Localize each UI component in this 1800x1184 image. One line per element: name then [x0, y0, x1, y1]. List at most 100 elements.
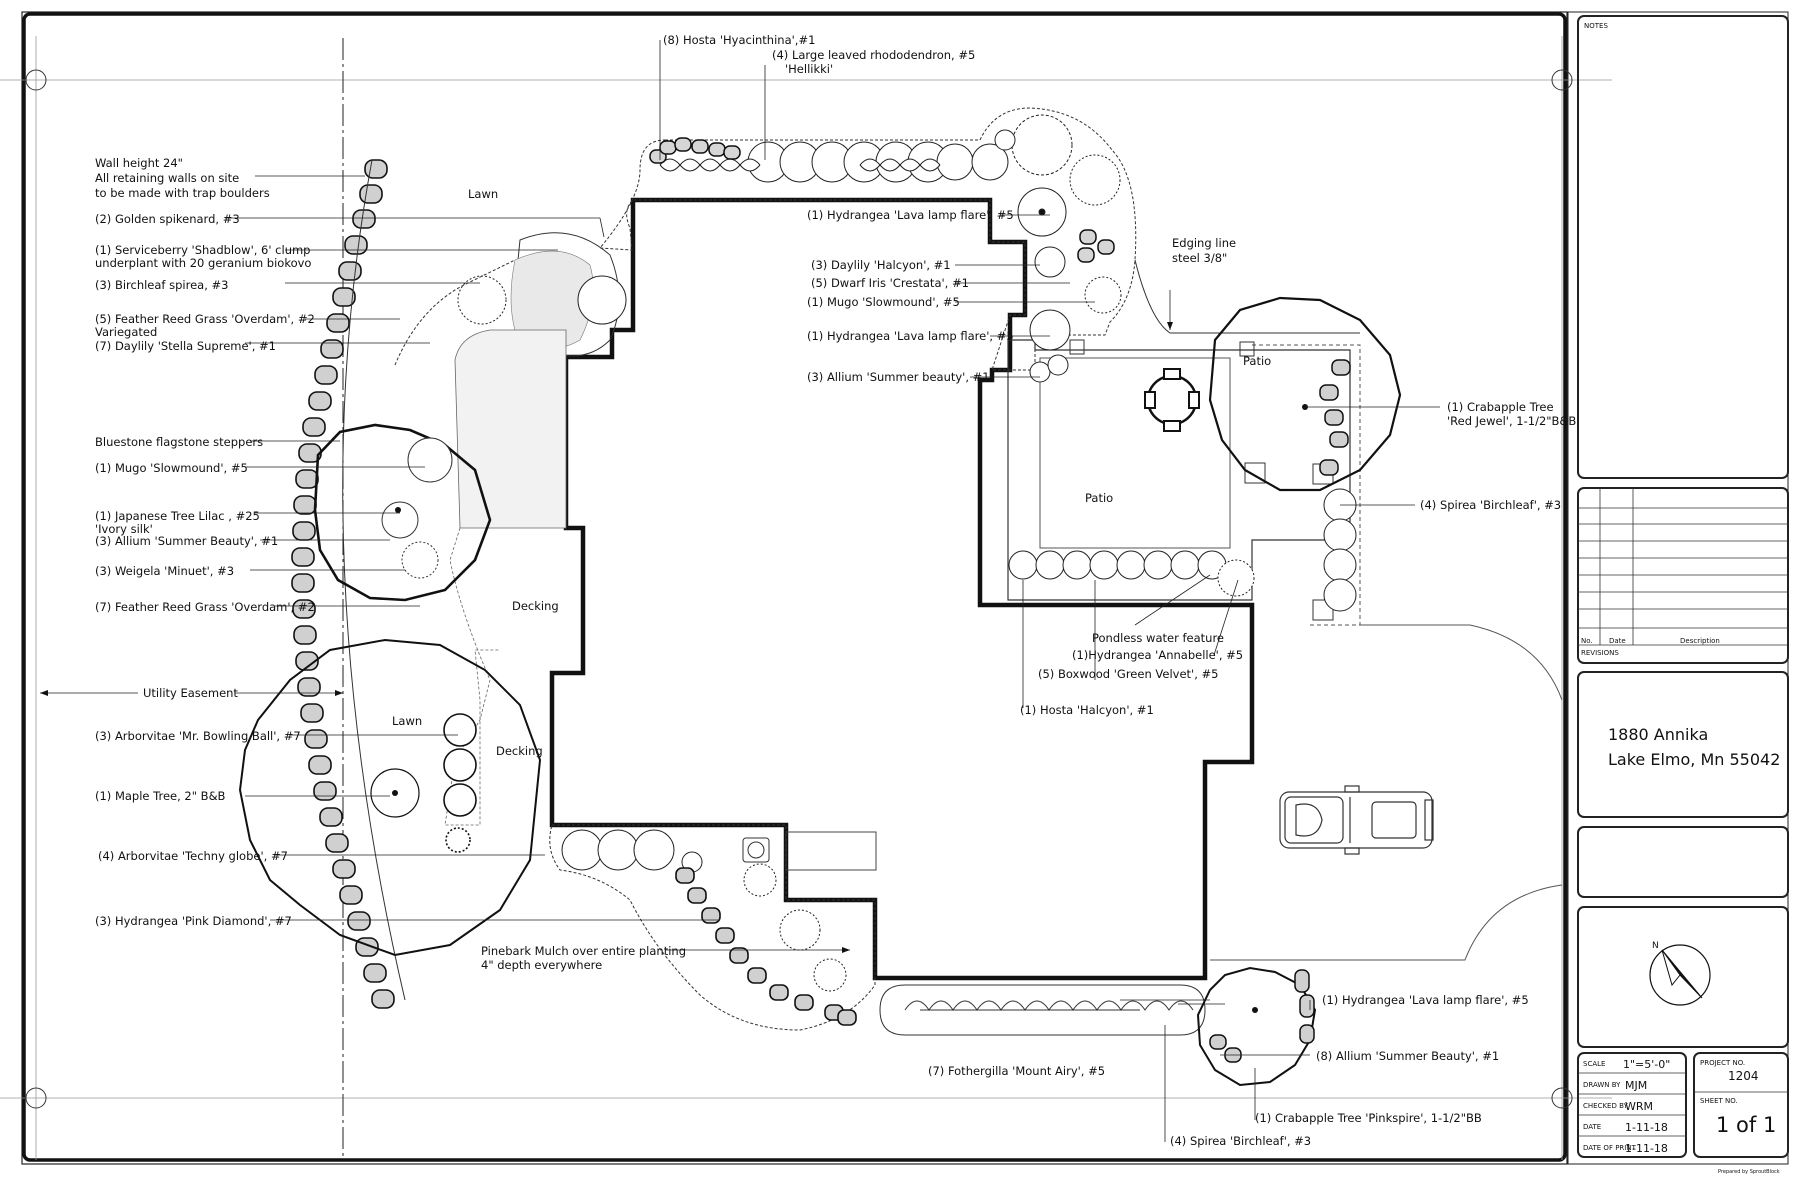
callout-right: (1) Hosta 'Halcyon', #1 [1020, 703, 1154, 717]
callout-left: (4) Arborvitae 'Techny globe', #7 [98, 849, 288, 863]
callout-left: (5) Feather Reed Grass 'Overdam', #2 [95, 312, 315, 326]
edging-line [1134, 259, 1360, 334]
callout-left: (3) Birchleaf spirea, #3 [95, 278, 229, 292]
drawn-by-label: DRAWN BY [1583, 1081, 1621, 1089]
patio-inner [1039, 357, 1231, 549]
callout-center: (1) Hydrangea 'Lava lamp flare', #5 [807, 329, 1014, 343]
checked-by-value: WRM [1625, 1100, 1653, 1113]
callout-left: (1) Japanese Tree Lilac , #25 [95, 509, 260, 523]
project-box [1693, 1052, 1789, 1158]
callout-left: (3) Arborvitae 'Mr. Bowling Ball', #7 [95, 729, 301, 743]
callout-top: (4) Large leaved rhododendron, #5 [772, 48, 975, 62]
callout-left: (7) Feather Reed Grass 'Overdam', #2 [95, 600, 315, 614]
callout-left: (2) Golden spikenard, #3 [95, 212, 240, 226]
callout-left: 'Ivory silk' [95, 522, 153, 536]
project-no-value: 1204 [1728, 1069, 1759, 1083]
decking-label-main: Decking [512, 599, 559, 613]
date-value: 1-11-18 [1625, 1121, 1668, 1134]
revisions-label: REVISIONS [1581, 649, 1619, 657]
step-pad [785, 831, 877, 871]
callout-bottom: (1) Crabapple Tree 'Pinkspire', 1-1/2"BB [1255, 1111, 1482, 1125]
callout-right: (5) Boxwood 'Green Velvet', #5 [1038, 667, 1218, 681]
mulch-note: Pinebark Mulch over entire planting [481, 944, 686, 958]
sheet-no-value: 1 of 1 [1716, 1113, 1776, 1137]
patio-label-main: Patio [1085, 491, 1113, 505]
callout-left: Bluestone flagstone steppers [95, 435, 263, 449]
callout-bottom: (1) Hydrangea 'Lava lamp flare', #5 [1322, 993, 1529, 1007]
decking-label-small: Decking [496, 744, 543, 758]
north-arrow-box [1577, 906, 1789, 1048]
north-label: N [1652, 941, 1659, 951]
notes-box [1577, 15, 1789, 479]
date-of-print-label: DATE OF PRINT [1583, 1144, 1637, 1152]
arborvitae-group [443, 713, 477, 853]
callout-bottom: (8) Allium 'Summer Beauty', #1 [1316, 1049, 1499, 1063]
edging-note: Edging line [1172, 236, 1236, 250]
leader-lines [40, 40, 1440, 1142]
project-no-label: PROJECT NO. [1700, 1059, 1745, 1067]
callout-center: (1) Mugo 'Slowmound', #5 [807, 295, 960, 309]
callout-left: Variegated [95, 325, 157, 339]
callout-left: (3) Allium 'Summer Beauty', #1 [95, 534, 278, 548]
revisions-description-header: Description [1680, 637, 1720, 645]
boulders-north [649, 137, 1115, 263]
callout-left: Wall height 24" [95, 156, 183, 170]
drawn-by-value: MJM [1625, 1079, 1647, 1092]
retaining-wall-boulders [291, 159, 395, 1009]
callout-left: (1) Mugo 'Slowmound', #5 [95, 461, 248, 475]
title-strip [1567, 11, 1789, 1165]
address-line-2: Lake Elmo, Mn 55042 [1608, 750, 1780, 769]
registration-mark [25, 69, 47, 91]
date-of-print-value: 1-11-18 [1625, 1142, 1668, 1155]
callout-right: (1) Crabapple Tree [1447, 400, 1554, 414]
revisions-no-header: No. [1581, 637, 1593, 645]
lilac-tree-canopy [313, 423, 492, 602]
callout-right: (4) Spirea 'Birchleaf', #3 [1420, 498, 1561, 512]
registration-mark [25, 1087, 47, 1109]
callout-left: All retaining walls on site [95, 171, 239, 185]
edging-note: steel 3/8" [1172, 251, 1227, 265]
utility-easement-label: Utility Easement [143, 686, 238, 700]
lawn-label-west: Lawn [392, 714, 422, 728]
scale-value: 1"=5'-0" [1623, 1058, 1670, 1071]
revisions-date-header: Date [1609, 637, 1626, 645]
patio-edge-line [1252, 344, 1361, 626]
callout-left: (3) Weigela 'Minuet', #3 [95, 564, 234, 578]
outer-border [21, 11, 1568, 1165]
callout-top: 'Hellikki' [785, 62, 833, 76]
north-arrow-icon [1649, 944, 1711, 1006]
pinkspire-crabapple-canopy [1196, 966, 1317, 1087]
north-bed-plants [659, 114, 1122, 383]
callout-right: 'Red Jewel', 1-1/2"B&B [1447, 414, 1576, 428]
checked-by-label: CHECKED BY [1583, 1102, 1629, 1110]
callout-right: Pondless water feature [1092, 631, 1224, 645]
callout-left: (7) Daylily 'Stella Supreme', #1 [95, 339, 276, 353]
drawing-frame [22, 12, 1567, 1162]
callout-center: (5) Dwarf Iris 'Crestata', #1 [811, 276, 969, 290]
callout-bottom: (4) Spirea 'Birchleaf', #3 [1170, 1134, 1311, 1148]
callout-center: (1) Hydrangea 'Lava lamp flare', #5 [807, 208, 1014, 222]
callout-top: (8) Hosta 'Hyacinthina',#1 [663, 33, 815, 47]
north-bed-edge [598, 107, 1137, 371]
callout-left: (3) Hydrangea 'Pink Diamond', #7 [95, 914, 292, 928]
info-box [1577, 1052, 1687, 1158]
address-box [1577, 671, 1789, 818]
red-jewel-crabapple-canopy [1208, 296, 1402, 492]
mulch-note: 4" depth everywhere [481, 958, 602, 972]
callout-bottom: (7) Fothergilla 'Mount Airy', #5 [928, 1064, 1105, 1078]
callout-left: (1) Maple Tree, 2" B&B [95, 789, 226, 803]
callout-center: (3) Daylily 'Halcyon', #1 [811, 258, 951, 272]
flagstone-path [454, 329, 567, 529]
notes-label: NOTES [1584, 22, 1608, 30]
sheet-no-label: SHEET NO. [1700, 1097, 1738, 1105]
callout-left: to be made with trap boulders [95, 186, 270, 200]
registration-mark [1551, 1087, 1573, 1109]
registration-mark [1551, 69, 1573, 91]
callout-left: underplant with 20 geranium biokovo [95, 256, 311, 270]
maple-tree-canopy [238, 638, 542, 957]
address-line-1: 1880 Annika [1608, 725, 1708, 744]
callout-left: (1) Serviceberry 'Shadblow', 6' clump [95, 243, 311, 257]
callout-center: (3) Allium 'Summer beauty', #1 [807, 370, 990, 384]
